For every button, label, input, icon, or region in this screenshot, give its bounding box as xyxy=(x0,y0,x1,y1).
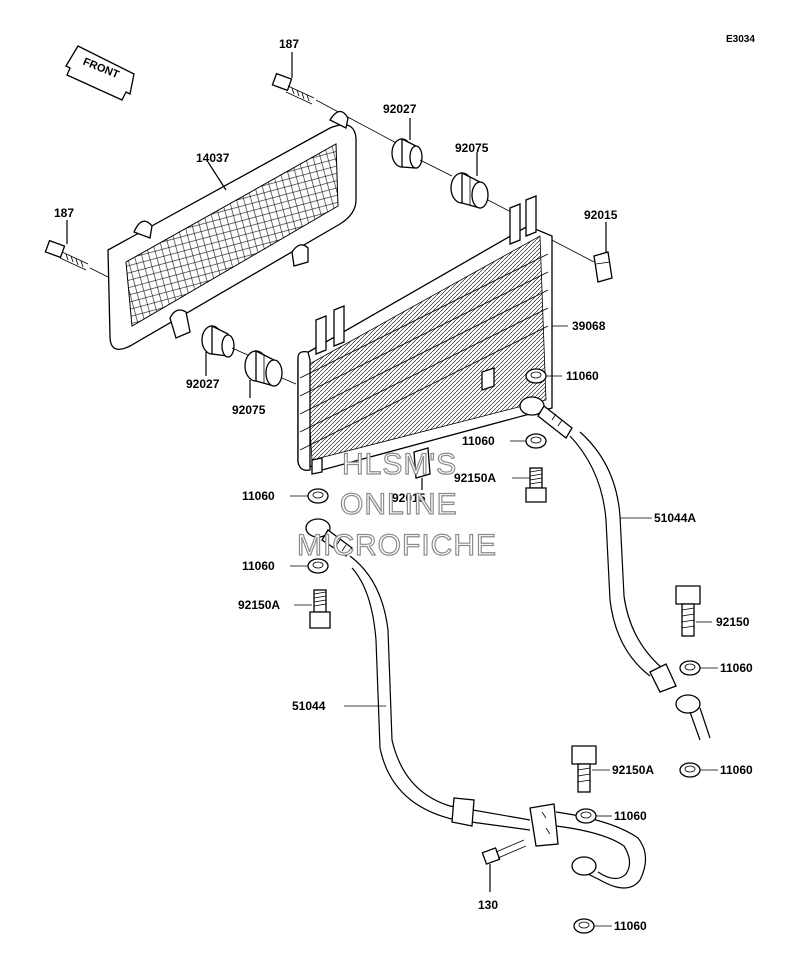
grommet-92027-bot xyxy=(201,324,251,376)
label-92150: 92150 xyxy=(716,615,750,629)
bolt-92150A-left xyxy=(294,589,331,629)
bolt-92150A-mid xyxy=(512,467,547,503)
bolt-130 xyxy=(481,839,527,892)
label-92015: 92015 xyxy=(584,208,618,222)
label-11060-c: 11060 xyxy=(242,489,275,503)
label-92015-mid: 92015 xyxy=(392,491,426,505)
label-92027-bot: 92027 xyxy=(186,377,220,391)
washer-11060-f xyxy=(679,762,718,778)
label-92075-top: 92075 xyxy=(455,141,489,155)
watermark-line-1: HLSM'S xyxy=(342,448,457,481)
oil-cooler-39068 xyxy=(297,195,568,475)
bolt-187-left xyxy=(44,220,111,279)
screen-14037 xyxy=(107,110,357,350)
label-14037: 14037 xyxy=(196,151,230,165)
label-92027-top: 92027 xyxy=(383,102,417,116)
clip-92015-mid xyxy=(413,447,431,490)
washer-11060-a xyxy=(525,368,562,384)
label-11060-d: 11060 xyxy=(242,559,275,573)
washer-11060-c xyxy=(290,488,329,504)
bolt-92150 xyxy=(675,585,712,637)
washer-11060-g xyxy=(575,808,612,824)
clip-92015 xyxy=(547,222,613,283)
label-39068: 39068 xyxy=(572,319,606,333)
bolt-187-top xyxy=(271,52,401,146)
hose-51044 xyxy=(305,518,647,889)
hose-51044A xyxy=(519,396,711,741)
washer-11060-d xyxy=(290,558,329,574)
bolt-92150A-low xyxy=(571,745,610,793)
damper-92075-top xyxy=(450,152,516,215)
label-11060-h: 11060 xyxy=(614,919,647,933)
watermark: HLSM'S ONLINE MICROFICHE xyxy=(296,447,497,562)
label-92150A-left: 92150A xyxy=(238,598,280,612)
label-11060-b: 11060 xyxy=(462,434,495,448)
washer-11060-h xyxy=(573,918,612,934)
grommet-92027-top xyxy=(391,118,453,177)
front-arrow-icon: FRONT xyxy=(65,45,135,101)
label-187-top: 187 xyxy=(279,37,299,51)
washer-11060-e xyxy=(679,660,718,676)
label-51044: 51044 xyxy=(292,699,326,713)
label-187-left: 187 xyxy=(54,206,74,220)
label-11060-e: 11060 xyxy=(720,661,753,675)
damper-92075-bot xyxy=(244,349,297,398)
label-130: 130 xyxy=(478,898,498,912)
label-92150A-mid: 92150A xyxy=(454,471,496,485)
watermark-line-3: MICROFICHE xyxy=(297,529,497,562)
label-92150A-low: 92150A xyxy=(612,763,654,777)
diagram-code: E3034 xyxy=(726,34,755,45)
label-11060-a: 11060 xyxy=(566,369,599,383)
watermark-line-2: ONLINE xyxy=(340,488,458,521)
label-11060-g: 11060 xyxy=(614,809,647,823)
label-92075-bot: 92075 xyxy=(232,403,266,417)
washer-11060-b xyxy=(510,433,547,449)
label-11060-f: 11060 xyxy=(720,763,753,777)
label-51044A: 51044A xyxy=(654,511,696,525)
